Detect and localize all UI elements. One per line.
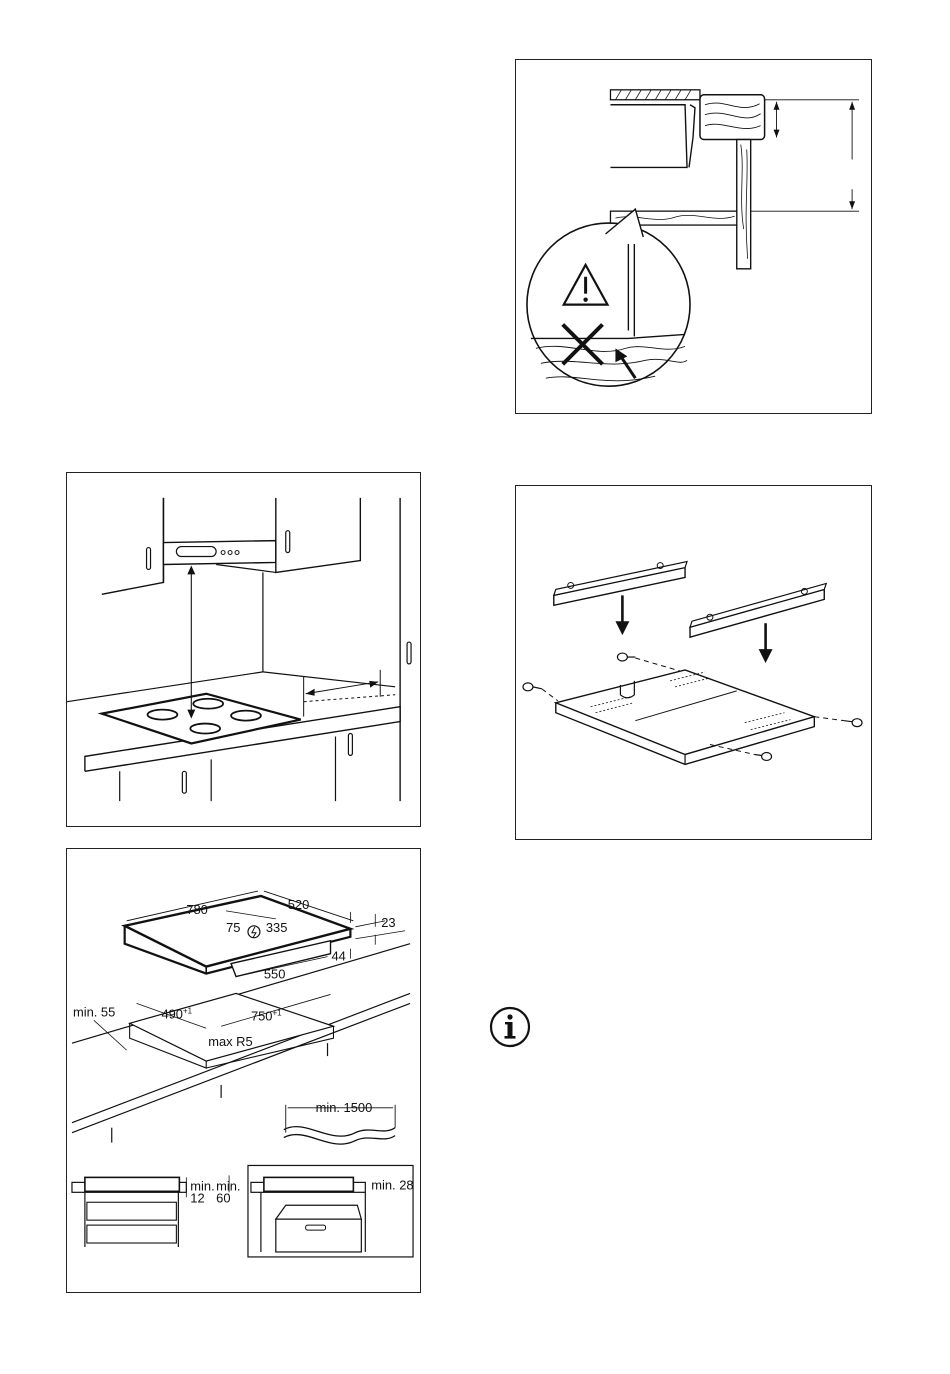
dim-min-28: min. 28 (371, 1177, 413, 1192)
dimensions-figure: 780 520 75 335 23 44 550 min. 55 490+1 7… (66, 848, 421, 1293)
dim-cut-depth-tolerance: +1 (183, 1006, 193, 1015)
dim-min-55: min. 55 (73, 1004, 115, 1019)
dim-cable: min. 1500 (316, 1100, 373, 1115)
dim-cut-width: 750 (251, 1008, 273, 1023)
dim-height: 44 (332, 949, 346, 964)
dim-radius: max R5 (208, 1034, 252, 1049)
countertop-detail-figure (515, 59, 872, 414)
dimensions-drawing: 780 520 75 335 23 44 550 min. 55 490+1 7… (67, 849, 420, 1292)
dim-thickness: 23 (381, 915, 395, 930)
bracket-assembly-figure (515, 485, 872, 840)
kitchen-installation-drawing (67, 473, 420, 826)
dim-min-60: 60 (216, 1190, 230, 1205)
dim-bottom-width: 550 (264, 967, 286, 982)
dim-depth: 520 (288, 897, 310, 912)
countertop-detail-drawing (516, 60, 871, 413)
kitchen-installation-figure (66, 472, 421, 827)
dim-width: 780 (186, 902, 208, 917)
dim-cut-width-tolerance: +1 (273, 1008, 283, 1017)
dim-cut-depth: 490 (161, 1006, 183, 1021)
dim-75: 75 (226, 920, 240, 935)
bracket-assembly-drawing (516, 486, 871, 839)
dim-335: 335 (266, 920, 288, 935)
dim-min-12: 12 (190, 1190, 204, 1205)
info-icon (489, 1006, 531, 1048)
